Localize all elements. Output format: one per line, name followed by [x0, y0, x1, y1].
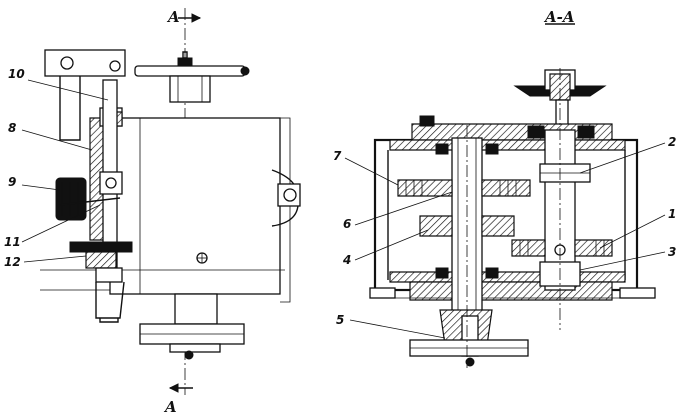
- section-mark-top: A: [166, 8, 180, 26]
- knob-part-9: [55, 177, 87, 221]
- label-3: 3: [668, 245, 676, 259]
- gear-part-6: [397, 179, 531, 197]
- label-12: 12: [4, 255, 21, 269]
- section-view-aa: [369, 68, 656, 368]
- bottom-knob-part-5: [409, 309, 529, 367]
- label-1: 1: [668, 207, 676, 221]
- label-11: 11: [4, 235, 21, 249]
- label-7: 7: [333, 149, 342, 163]
- section-title: A-A: [543, 8, 575, 26]
- label-9: 9: [8, 175, 16, 189]
- section-mark-bottom: A: [163, 398, 177, 416]
- leader-lines: [21, 79, 666, 339]
- label-5: 5: [336, 313, 344, 327]
- nut-part-12: [69, 241, 133, 323]
- left-view: [40, 8, 301, 395]
- bottom-shaft-gear: [139, 293, 245, 360]
- gear-part-1: [511, 239, 613, 257]
- pin-part-11: [59, 197, 121, 206]
- label-2: 2: [668, 135, 676, 149]
- label-10: 10: [8, 67, 25, 81]
- label-4: 4: [342, 253, 351, 267]
- top-sprocket: [134, 51, 250, 103]
- gear-part-4: [419, 215, 515, 237]
- label-8: 8: [8, 121, 16, 135]
- label-6: 6: [343, 217, 351, 231]
- gearbox-housing: [369, 115, 656, 301]
- main-housing: [40, 117, 301, 303]
- lever-part-10: [99, 79, 123, 281]
- lever-arm-top: [44, 49, 126, 141]
